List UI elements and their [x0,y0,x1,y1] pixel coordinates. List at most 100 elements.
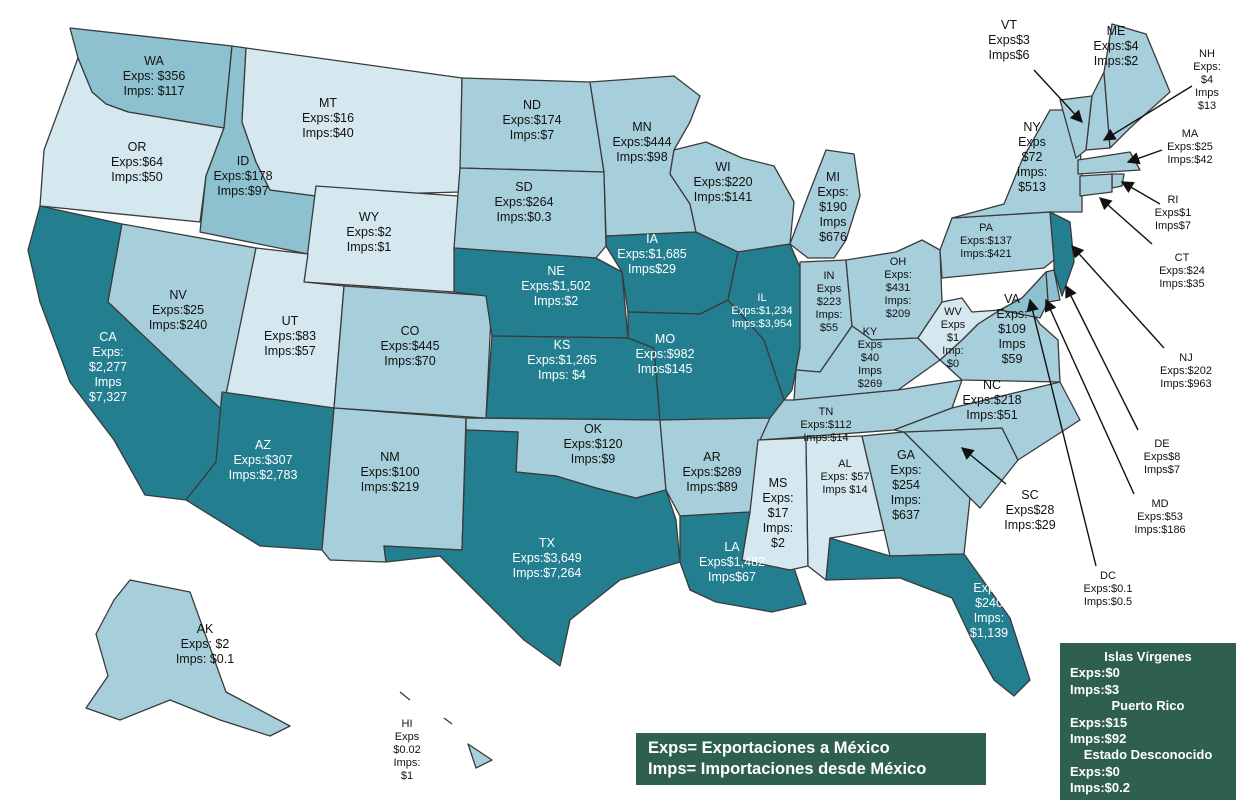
state-label-line: $190 [819,200,847,214]
state-label-line: Exps:$24 [1159,265,1205,277]
state-label-line: NV [169,288,187,302]
state-label-line: Imps:$70 [384,354,436,368]
state-label-line: Imps$7 [1143,464,1181,476]
state-label-line: Imps:$2,783 [228,468,298,482]
state-label-line: Exps:$25 [151,303,205,317]
state-label-line: Imps [998,337,1026,351]
state-label-line: Exps:$982 [635,347,695,361]
state-label-line: Exps$28 [1005,503,1055,517]
state-label-line: MO [654,332,676,346]
state-label-line: Imps: $0.1 [175,652,235,666]
state-label-line: Exps:$178 [213,169,273,183]
state-label-line: MA [1181,128,1199,140]
state-label-line: Imps:$42 [1167,154,1213,166]
state-label-line: $109 [998,322,1026,336]
state-label-line: Imps:$963 [1160,378,1212,390]
state-label-line: Imps [858,365,882,377]
state-label-line: Exps:$4 [1093,39,1139,53]
state-label-line: Exps:$64 [110,155,164,169]
state-label-line: Exps:$1,265 [527,353,597,367]
state-label-line: MT [318,96,338,110]
state-label-line: WA [144,54,164,68]
state-label-line: WI [715,160,731,174]
state-label-line: FL [981,566,997,580]
state-label-line: Exps:$112 [800,419,852,431]
state-fl [825,537,1031,697]
state-label-line: AK [196,622,214,636]
state-label-line: NM [380,450,400,464]
state-label-line: Exps:$100 [360,465,420,479]
state-label-line: Imps:$51 [966,408,1018,422]
legend-imports: Imps= Importaciones desde México [648,760,927,778]
state-label-line: CO [400,324,420,338]
state-label-line: $7,327 [88,390,128,404]
state-label-line: Exps$8 [1143,451,1181,463]
state-label-line: Imps: [973,611,1005,625]
state-label-line: $0.02 [393,744,421,756]
state-label-line: KS [553,338,571,352]
state-label-line: Exps: [973,581,1005,595]
state-label-line: MI [826,170,840,184]
state-label-line: Exps: $57 [820,471,870,483]
legend: Exps= Exportaciones a México Imps= Impor… [636,733,986,785]
state-label-line: Imps$6 [988,48,1030,62]
state-label-line: IA [646,232,658,246]
state-label-line: Exps:$83 [263,329,317,343]
state-label-line: TN [818,406,834,418]
state-label-line: Exps: $2 [180,637,230,651]
state-label-line: LA [724,540,740,554]
leader-arrow [1033,69,1083,124]
state-label-line: Imps:$141 [693,190,753,204]
state-label-line: Exps [940,319,966,331]
state-label-line: $1 [400,770,414,782]
leader-arrow [1071,244,1165,349]
state-label-line: Exps:$289 [682,465,742,479]
leader-arrow [1026,298,1097,567]
state-label-line: Exps: [890,463,922,477]
state-label-line: DE [1154,438,1170,450]
state-label-line: Imps$7 [1154,220,1192,232]
state-label-line: RI [1167,194,1179,206]
state-label-line: CT [1174,252,1190,264]
state-label-line: Imps:$97 [217,184,269,198]
state-label-line: NC [982,378,1002,392]
state-label-line: Exps:$1,685 [617,247,687,261]
state-label-line: Imps:$1 [346,240,392,254]
state-label-line: SD [515,180,533,194]
state-label-line: AR [703,450,721,464]
state-label-line: $637 [892,508,920,522]
state-label-line: Exps:$218 [962,393,1022,407]
state-label-line: Exps: [817,185,849,199]
state-label-line: WV [944,306,962,318]
state-label-line: MD [1151,498,1169,510]
state-label-line: Exps [1018,135,1046,149]
state-label-line: $209 [885,308,911,320]
state-label-line: ID [236,154,250,168]
state-label-line: Imps:$219 [360,480,420,494]
state-label-line: MN [632,120,652,134]
state-label-line: Imps: [1016,165,1048,179]
state-label-line: Exps:$2 [346,225,392,239]
state-label-line: Exps:$174 [502,113,562,127]
state-label-line: IL [757,292,767,304]
state-label-line: Imps [819,215,847,229]
state-label-line: Imps:$89 [686,480,738,494]
